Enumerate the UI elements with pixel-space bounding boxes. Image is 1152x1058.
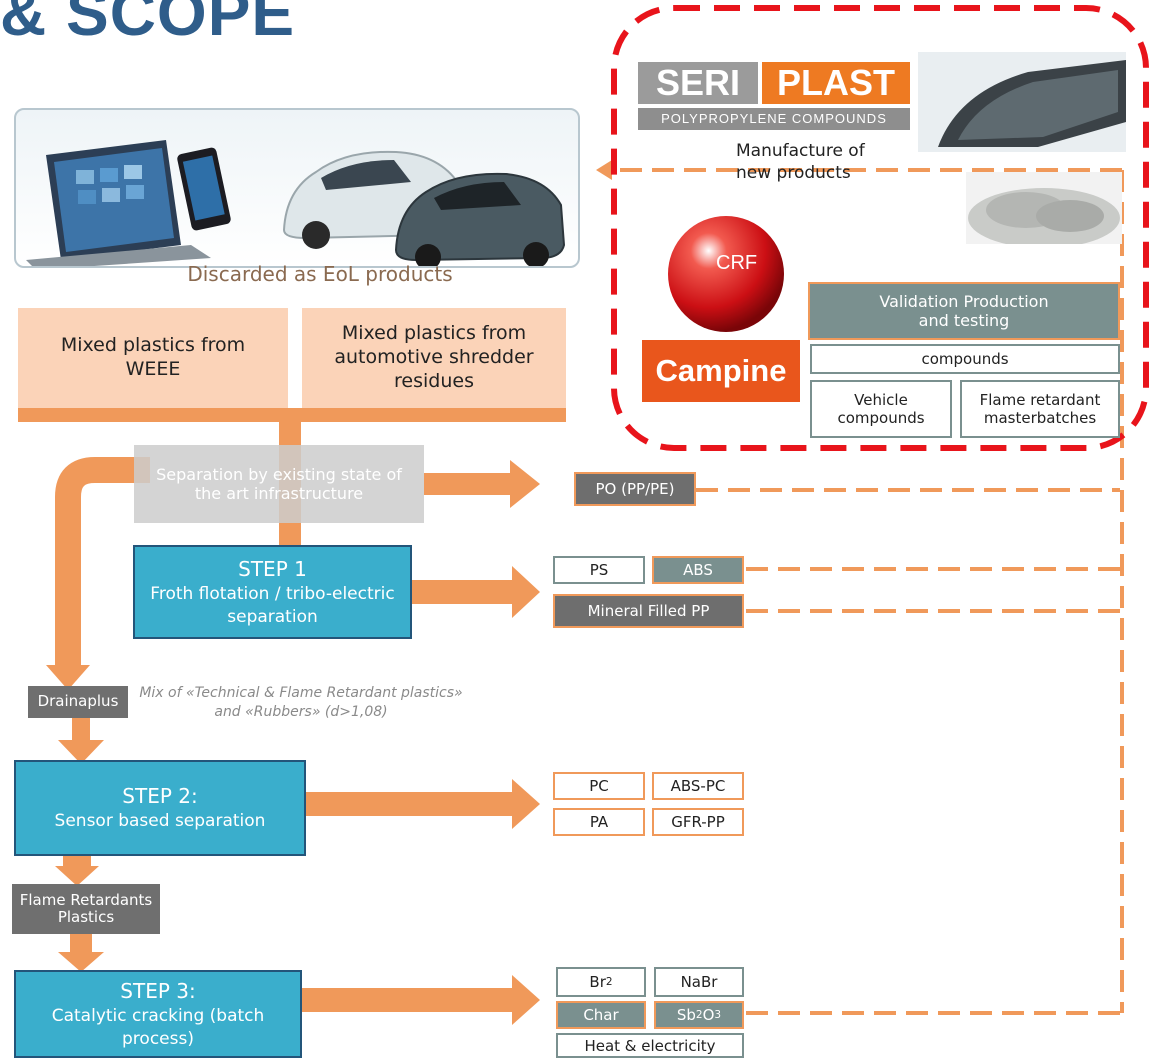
- step2-box: STEP 2: Sensor based separation: [14, 760, 306, 856]
- arrow-left-products: [596, 160, 612, 180]
- step1-title: STEP 1: [238, 556, 307, 581]
- fr-plastics-label: Flame Retardants Plastics: [12, 884, 160, 934]
- sb2o3-b: 2: [695, 1008, 703, 1021]
- products-illustration: [26, 140, 566, 266]
- output-char: Char: [556, 1001, 646, 1029]
- input-weee: Mixed plastics from WEEE: [18, 308, 288, 408]
- seriplast-logo-seri: SERI: [638, 62, 758, 104]
- arrow-right-step2: [512, 779, 540, 829]
- br2-sub: 2: [605, 975, 613, 988]
- output-ps: PS: [553, 556, 645, 584]
- smartphone-icon: [177, 147, 231, 231]
- eol-caption: Discarded as EoL products: [187, 262, 453, 286]
- drainaplus-label: Drainaplus: [28, 686, 128, 718]
- output-pc: PC: [553, 772, 645, 800]
- fr-masterbatches-box: Flame retardant masterbatches: [960, 380, 1120, 438]
- arrow-down-step3: [58, 952, 104, 972]
- step1-subtitle: Froth flotation / tribo-electric separat…: [150, 583, 395, 627]
- laptop-icon: [26, 140, 211, 266]
- arrow-right-step1: [512, 566, 540, 618]
- arrow-down-step2: [58, 740, 104, 764]
- connector-left-loop: [55, 457, 150, 668]
- step2-title: STEP 2:: [122, 784, 198, 809]
- sb2o3-c: O: [702, 1006, 715, 1024]
- input-automotive: Mixed plastics from automotive shredder …: [302, 308, 566, 408]
- partner-frame: [611, 5, 1149, 451]
- arrow-right-step3: [512, 975, 540, 1025]
- input-weee-label: Mixed plastics from WEEE: [60, 334, 246, 380]
- manufacture-label: Manufacture of new products: [736, 141, 865, 184]
- separation-box: Separation by existing state of the art …: [134, 445, 424, 523]
- separation-label: Separation by existing state of the art …: [156, 464, 402, 503]
- page-title: & SCOPE: [0, 0, 296, 49]
- eol-products-panel: [14, 108, 580, 268]
- step3-box: STEP 3: Catalytic cracking (batch proces…: [14, 970, 302, 1058]
- output-abs-pc: ABS-PC: [652, 772, 744, 800]
- output-abs: ABS: [652, 556, 744, 584]
- step2-subtitle: Sensor based separation: [54, 811, 266, 832]
- output-po: PO (PP/PE): [574, 472, 696, 506]
- arrow-down-fr: [55, 866, 99, 886]
- dark-car-icon: [394, 172, 566, 266]
- output-mineral-pp: Mineral Filled PP: [553, 594, 744, 628]
- arrow-right-po: [510, 460, 540, 508]
- output-pa: PA: [553, 808, 645, 836]
- br2-main: Br: [589, 973, 606, 991]
- output-heat-electricity: Heat & electricity: [556, 1033, 744, 1058]
- output-nabr: NaBr: [654, 967, 744, 997]
- seriplast-logo: SERI PLAST POLYPROPYLENE COMPOUNDS: [638, 62, 910, 134]
- compounds-box: compounds: [810, 344, 1120, 374]
- crf-logo: [668, 216, 784, 332]
- mix-note: Mix of «Technical & Flame Retardant plas…: [139, 685, 463, 720]
- campine-logo: Campine: [642, 340, 800, 402]
- crf-logo-text: CRF: [716, 252, 758, 274]
- validation-box: Validation Production and testing: [808, 282, 1120, 340]
- seriplast-tagline: POLYPROPYLENE COMPOUNDS: [638, 108, 910, 130]
- car-window-photo: [918, 52, 1126, 152]
- sb2o3-d: 3: [714, 1008, 722, 1021]
- input-bar: [18, 408, 566, 422]
- sb2o3-a: Sb: [676, 1006, 696, 1024]
- step3-subtitle: Catalytic cracking (batch process): [51, 1005, 265, 1049]
- arrow-down-drainaplus: [46, 665, 90, 690]
- step1-box: STEP 1 Froth flotation / tribo-electric …: [133, 545, 412, 639]
- pellets-photo: [966, 172, 1122, 244]
- input-automotive-label: Mixed plastics from automotive shredder …: [334, 322, 534, 392]
- output-gfr-pp: GFR-PP: [652, 808, 744, 836]
- step3-title: STEP 3:: [120, 978, 196, 1003]
- seriplast-logo-plast: PLAST: [762, 62, 910, 104]
- vehicle-compounds-box: Vehicle compounds: [810, 380, 952, 438]
